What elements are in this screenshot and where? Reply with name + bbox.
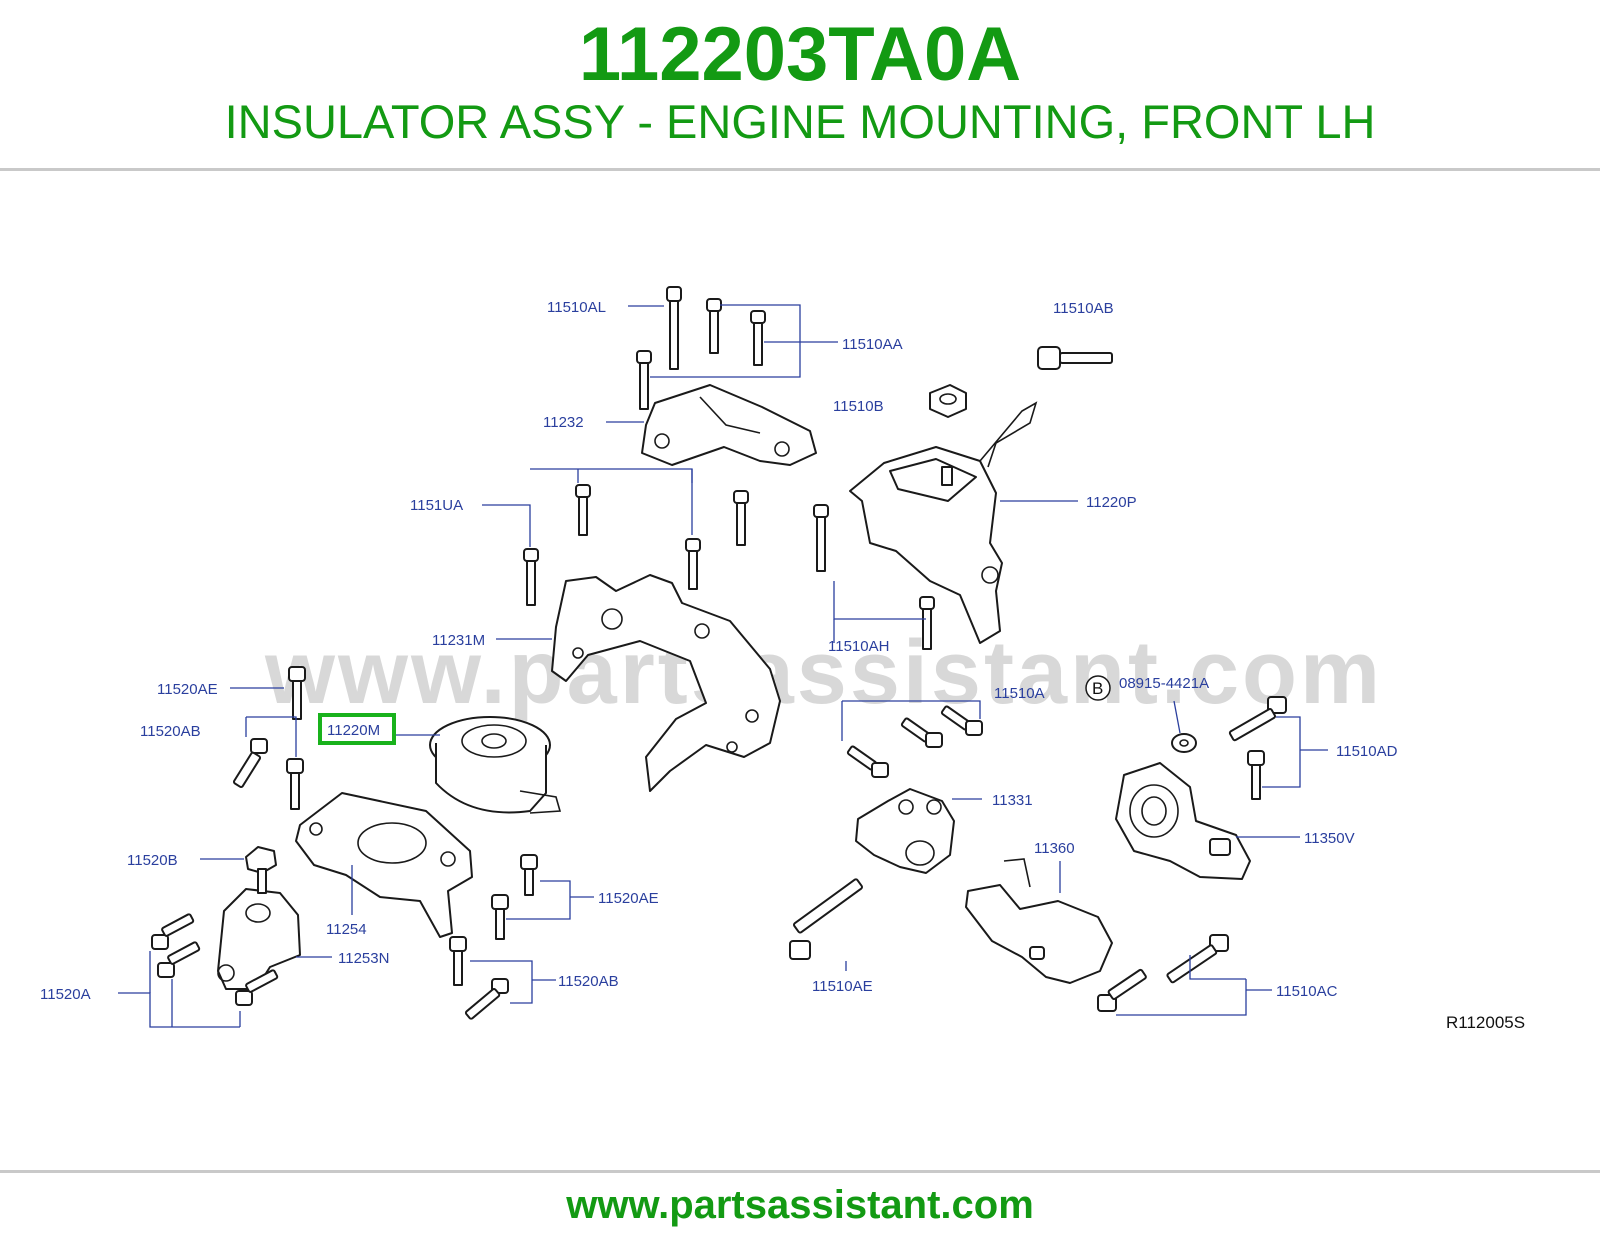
watermark: www.partsassistant.com [264, 623, 1383, 723]
bracket-11232 [641, 384, 817, 466]
callout-labels: 11510AL 11510AA 11510AB 11510B 11232 115… [40, 299, 1525, 1032]
callout-11232[interactable]: 11232 [543, 414, 584, 431]
callout-08915-4421a[interactable]: 08915-4421A [1119, 675, 1209, 692]
bracket-11360 [965, 858, 1113, 984]
callout-11520b[interactable]: 11520B [127, 852, 178, 869]
highlight-box [318, 713, 396, 745]
exploded-parts-diagram: www.partsassistant.com [0, 171, 1600, 1169]
callout-11510ah[interactable]: 11510AH [828, 638, 889, 655]
leader-lines [118, 304, 1328, 1028]
callout-11510al[interactable]: 11510AL [547, 299, 606, 316]
insulator-11220m[interactable] [429, 716, 562, 814]
top-divider [0, 168, 1600, 171]
callout-1151ua[interactable]: 1151UA [410, 497, 463, 514]
bolt-group-11520ab-bottom [449, 936, 509, 1020]
footer-site-link[interactable]: www.partsassistant.com [566, 1183, 1034, 1227]
part-number-title: 112203TA0A [578, 12, 1022, 97]
bolt-group-11510ad [1228, 696, 1287, 800]
b-marker-letter: B [1092, 679, 1103, 698]
bolt-group-11510aa [636, 286, 766, 410]
mount-11253n [217, 868, 301, 990]
diagram-canvas: www.partsassistant.com [40, 286, 1525, 1032]
nut-11520b [245, 846, 277, 874]
callout-11510aa[interactable]: 11510AA [842, 336, 903, 353]
bolt-group-11520ab-top [232, 738, 304, 810]
callout-11220m-highlighted[interactable]: 11220M [327, 722, 380, 739]
callout-11520ab-bottom[interactable]: 11520AB [558, 973, 619, 990]
bolt-group-11510ah [813, 504, 935, 650]
nut-11510b [929, 384, 967, 418]
bolt-group-11520a [151, 913, 279, 1006]
bracket-11331 [855, 788, 955, 874]
callout-11510b[interactable]: 11510B [833, 398, 884, 415]
callout-11510ac[interactable]: 11510AC [1276, 983, 1338, 1000]
callout-11360[interactable]: 11360 [1034, 840, 1075, 857]
callout-11231m[interactable]: 11231M [432, 632, 485, 649]
bolt-11510ae [789, 878, 863, 960]
callout-11510ae[interactable]: 11510AE [812, 978, 873, 995]
bottom-divider [0, 1170, 1600, 1173]
callout-11520ae-bottom[interactable]: 11520AE [598, 890, 659, 907]
callout-11510a[interactable]: 11510A [994, 685, 1045, 702]
callout-11510ad[interactable]: 11510AD [1336, 743, 1398, 760]
bolt-group-11510ac [1097, 934, 1229, 1012]
callout-11220p[interactable]: 11220P [1086, 494, 1137, 511]
callout-11510ab[interactable]: 11510AB [1053, 300, 1114, 317]
callout-11254[interactable]: 11254 [326, 921, 367, 938]
callout-11331[interactable]: 11331 [992, 792, 1033, 809]
callout-11253n[interactable]: 11253N [338, 950, 389, 967]
bolt-group-11520ae-bottom [491, 854, 538, 940]
diagram-reference-code: R112005S [1446, 1013, 1525, 1032]
bracket-11254 [295, 792, 473, 938]
bracket-11231m [551, 574, 781, 792]
b-marker-circle [1085, 675, 1111, 701]
callout-11520ae-top[interactable]: 11520AE [157, 681, 218, 698]
bolt-group-11510a [846, 705, 983, 778]
washer-08915-4421a [1171, 733, 1197, 753]
callout-11350v[interactable]: 11350V [1304, 830, 1355, 847]
torque-rod-11350v [1115, 762, 1251, 880]
part-description: INSULATOR ASSY - ENGINE MOUNTING, FRONT … [224, 95, 1376, 148]
page-header: 112203TA0A INSULATOR ASSY - ENGINE MOUNT… [0, 0, 1600, 170]
mount-11220p [849, 401, 1038, 644]
bolt-11510ab [1037, 346, 1113, 370]
bolt-11520ae-top [288, 666, 306, 720]
callout-11520ab-top[interactable]: 11520AB [140, 723, 201, 740]
bolt-group-1151ua [523, 484, 749, 606]
callout-11520a[interactable]: 11520A [40, 986, 91, 1003]
